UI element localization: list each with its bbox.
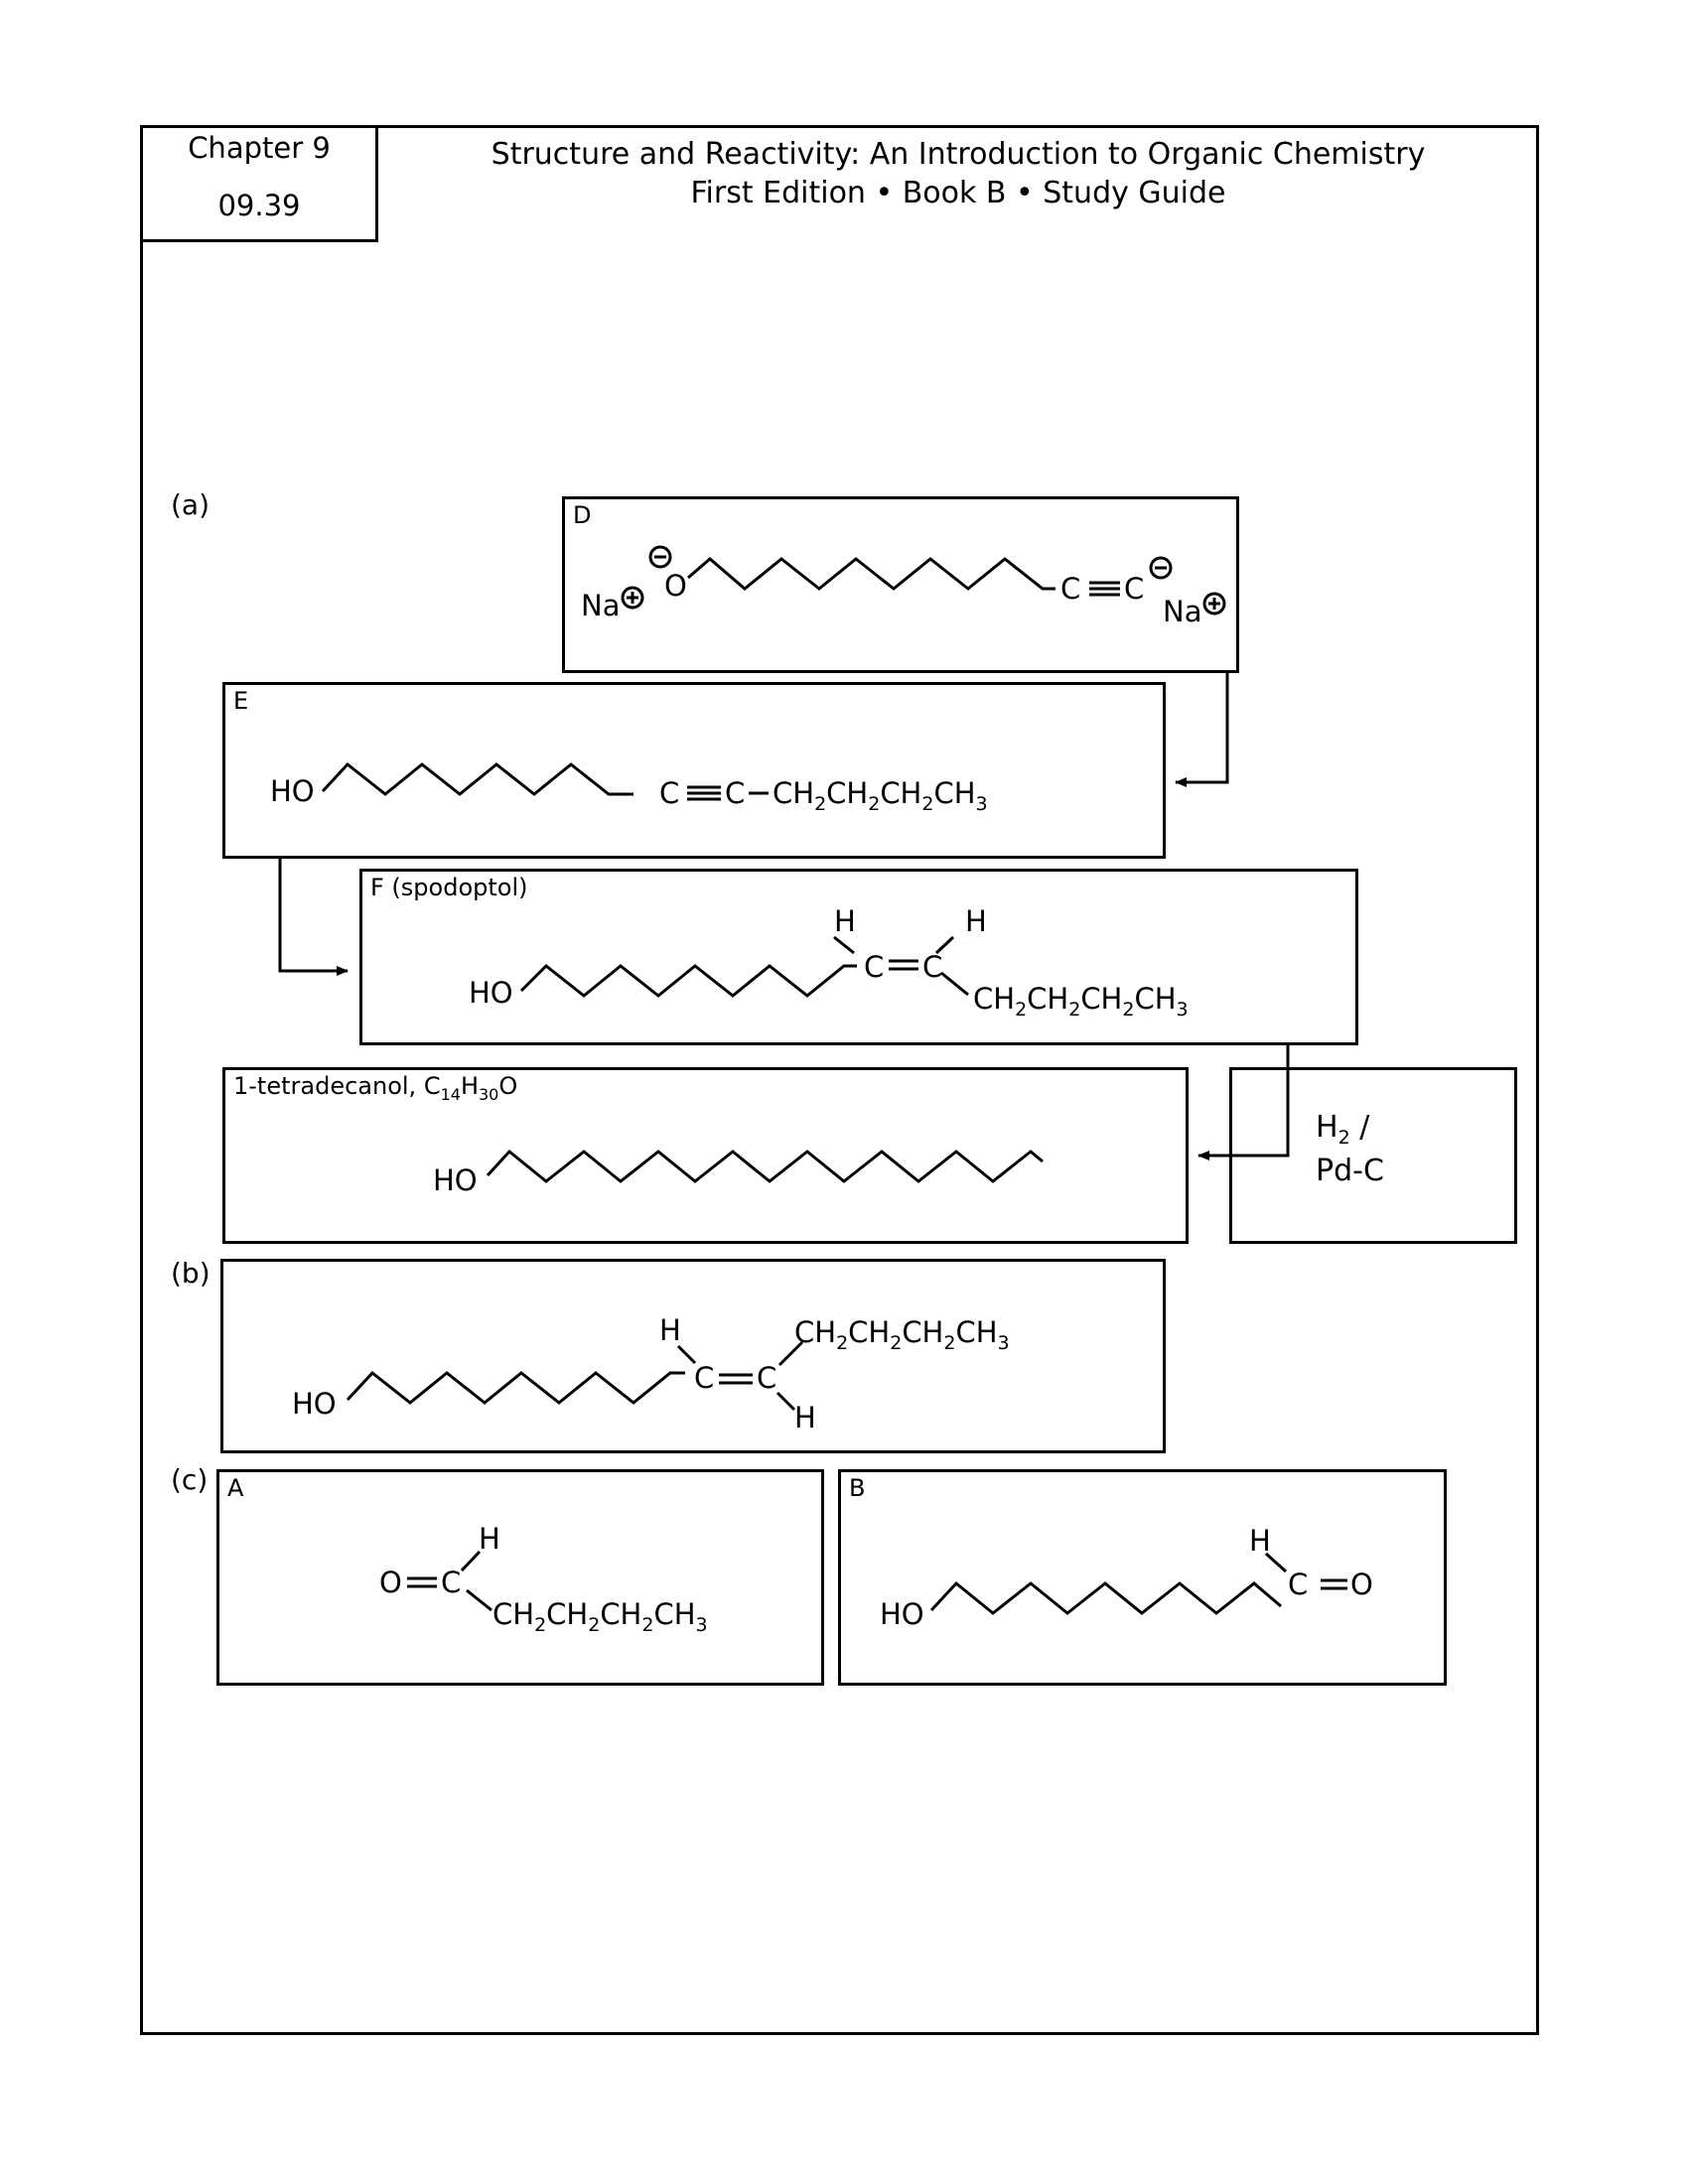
a-carbon: C [441,1566,461,1599]
chapter-box [140,125,378,242]
tetradecanol-ho: HO [433,1163,478,1197]
part-b-label: (b) [171,1257,211,1290]
box-a-label: A [227,1474,244,1502]
box-tetradecanol-label: 1-tetradecanol, C14H30O [233,1072,518,1104]
d-cation-1-charge-icon [621,586,644,610]
part-c-label: (c) [171,1463,209,1496]
f-double-bond [889,959,918,971]
box-d-label: D [573,501,592,529]
box-e: E [222,682,1166,859]
trans-h-bond-bottom [775,1391,796,1412]
a-double-bond [407,1576,437,1588]
box-b-label: B [849,1474,866,1502]
structure-d [621,545,1226,615]
a-butyl-bond [466,1588,492,1612]
reagent-h2: H2 / [1316,1110,1370,1149]
b-h-bond [1264,1552,1288,1573]
e-ho: HO [270,774,315,808]
f-h-1: H [834,904,856,938]
trans-h-bond-top [676,1344,697,1365]
d-na-1: Na [581,589,620,622]
tetradecanol-chain [486,1149,1044,1183]
e-c2: C [725,776,745,810]
e-triple-bond [687,785,721,801]
arrow-f-to-tetradecanol [1197,1045,1290,1160]
b-carbon: C [1288,1568,1308,1601]
d-anion-c-charge-icon [1149,556,1173,580]
d-cation-2-charge-icon [1202,592,1226,615]
structure-trans [346,1340,804,1412]
arrow-d-to-e [1175,673,1229,787]
structure-f [519,935,969,998]
structure-b [929,1552,1347,1615]
b-double-bond [1321,1578,1347,1590]
b-h: H [1249,1524,1271,1558]
e-carbon-chain [321,761,633,796]
box-f: F (spodoptol) [359,869,1358,1045]
book-subtitle: First Edition • Book B • Study Guide [690,176,1226,210]
b-carbon-chain [929,1580,1282,1615]
page-number: 09.39 [217,189,301,222]
d-na-2: Na [1163,595,1201,628]
f-c1: C [864,950,884,984]
box-f-label: F (spodoptol) [370,874,528,901]
b-oxygen: O [1350,1568,1373,1601]
box-b: B [838,1469,1447,1686]
f-c2: C [922,950,942,984]
d-carbon-chain [687,557,1055,591]
f-h-bond-1 [833,935,855,955]
f-ho: HO [469,976,513,1010]
a-oxygen: O [379,1566,402,1599]
e-butyl: CH2CH2CH2CH3 [773,776,988,815]
trans-double-bond [719,1373,753,1385]
a-butyl: CH2CH2CH2CH3 [492,1597,708,1636]
trans-butyl-bond [777,1340,804,1367]
f-h-bond-2 [934,935,955,955]
trans-h-bottom: H [794,1401,816,1434]
box-e-label: E [233,687,249,715]
structure-tetradecanol [486,1149,1044,1183]
b-ho: HO [880,1597,924,1631]
d-anion-o-charge-icon [648,545,672,569]
reagent-pdc: Pd-C [1316,1154,1384,1188]
book-title: Structure and Reactivity: An Introductio… [491,137,1426,172]
box-d: D [562,496,1239,673]
d-oxygen: O [664,569,687,603]
d-c2: C [1124,572,1144,606]
f-butyl: CH2CH2CH2CH3 [973,982,1189,1021]
box-b-structure [220,1259,1166,1453]
f-h-2: H [965,904,987,938]
e-c1: C [659,776,679,810]
arrow-e-to-f [278,859,349,976]
trans-carbon-chain [346,1370,685,1405]
trans-c1: C [694,1361,714,1395]
trans-ho: HO [292,1387,337,1421]
trans-butyl: CH2CH2CH2CH3 [794,1315,1010,1354]
box-tetradecanol: 1-tetradecanol, C14H30O [222,1067,1189,1244]
structure-a [407,1550,492,1612]
trans-h-top: H [659,1313,681,1347]
a-h: H [479,1522,500,1556]
part-a-label: (a) [171,488,211,521]
box-a: A [216,1469,824,1686]
page-frame [140,125,1539,2035]
a-h-bond [460,1550,482,1572]
f-carbon-chain [519,963,857,998]
d-c1: C [1060,572,1080,606]
chapter-label: Chapter 9 [188,131,331,165]
d-triple-bond [1089,581,1120,597]
trans-c2: C [757,1361,776,1395]
structure-e [321,761,769,801]
